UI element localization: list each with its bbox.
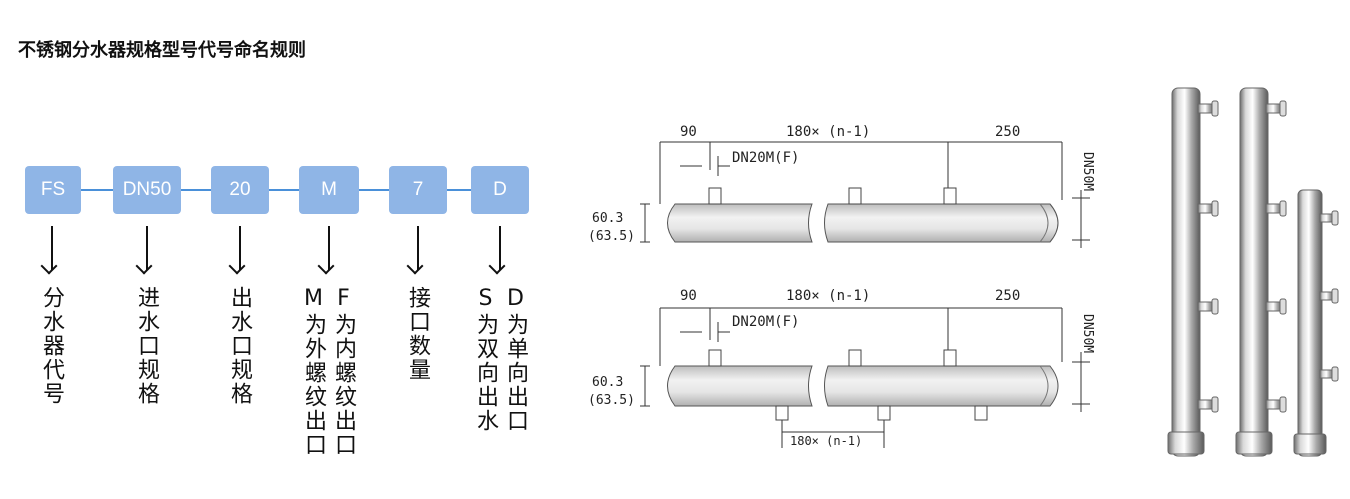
connector-line [447,189,471,191]
down-arrow-icon [317,226,339,278]
desc-port-count: 接口数量 [405,286,430,382]
code-box-outlet-size: 20 [211,166,269,214]
code-box-dn50: DN50 [113,166,181,214]
code-box-direction: D [471,166,529,214]
code-box-port-count: 7 [389,166,447,214]
outlet-label: DN20M(F) [732,150,799,166]
outlet-label: DN20M(F) [732,314,799,330]
dim-left: 90 [680,288,697,304]
dim-left: 90 [680,124,697,140]
down-arrow-icon [406,226,428,278]
pipe-top [667,187,1059,243]
desc-thread-type: F为内螺纹出口 M为外螺纹出口 [301,286,356,457]
page-title: 不锈钢分水器规格型号代号命名规则 [18,40,306,61]
od-label-alt: (63.5) [588,229,635,244]
od-label: 60.3 [592,211,623,226]
pipe-dia-label: DN50M [1080,314,1095,353]
connector-line [359,189,389,191]
down-arrow-icon [40,226,62,278]
code-box-thread-type: M [299,166,359,214]
dim-middle: 180× (n-1) [786,124,870,140]
od-label: 60.3 [592,375,623,390]
connector-line [181,189,211,191]
desc-direction: D为单向出口 S为双向出水 [473,286,528,433]
pipe-dia-label: DN50M [1080,152,1095,191]
dim-bottom: 180× (n-1) [790,434,862,448]
manifold-photo [1167,87,1339,457]
down-arrow-icon [135,226,157,278]
dim-middle: 180× (n-1) [786,288,870,304]
pipe-bottom [667,349,1059,421]
down-arrow-icon [228,226,250,278]
drawing-bottom [640,307,1090,448]
drawing-top [640,141,1090,248]
od-label-alt: (63.5) [588,393,635,408]
down-arrow-icon [488,226,510,278]
dim-right: 250 [995,288,1020,304]
code-box-fs: FS [25,166,81,214]
desc-dn50: 进水口规格 [134,286,159,406]
desc-fs: 分水器代号 [39,286,64,406]
desc-outlet-size: 出水口规格 [227,286,252,406]
connector-line [81,189,113,191]
connector-line [269,189,299,191]
dim-right: 250 [995,124,1020,140]
